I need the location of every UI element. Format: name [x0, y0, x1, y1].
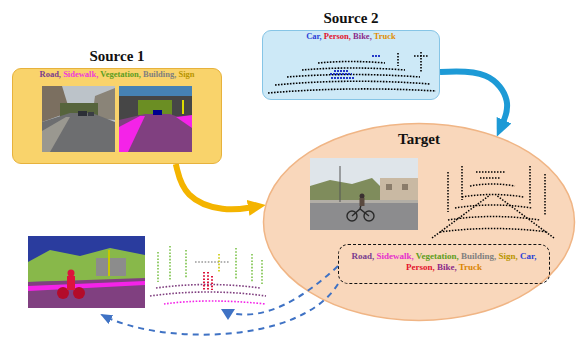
class-name: Bike, — [437, 262, 457, 272]
class-name — [457, 262, 459, 272]
class-name: Person, — [324, 31, 351, 41]
class-name: Person, — [406, 262, 435, 272]
class-name — [61, 69, 63, 79]
car-points — [330, 56, 380, 78]
node-heading: Source 2 — [269, 10, 433, 27]
class-list: Road, Sidewalk, Vegetation, Building, Si… — [349, 251, 539, 274]
ellipse-shape — [264, 124, 575, 321]
class-name: Truck — [374, 31, 396, 41]
class-name — [374, 251, 376, 261]
class-name: Sign — [178, 69, 194, 79]
street-photo — [42, 86, 115, 152]
class-name: Road, — [351, 251, 374, 261]
class-name: Sidewalk, — [377, 251, 414, 261]
class-name: Building, — [143, 69, 176, 79]
target-lidar — [432, 166, 554, 238]
class-name — [176, 69, 178, 79]
class-name: Car, — [520, 251, 536, 261]
class-name — [459, 251, 461, 261]
class-list: Road, Sidewalk, Vegetation, Building, Si… — [19, 69, 215, 80]
class-name: Road, — [40, 69, 62, 79]
output-point-cloud — [150, 246, 266, 304]
lidar-scan — [268, 52, 436, 93]
class-name: Building, — [461, 251, 496, 261]
class-name — [351, 31, 353, 41]
dashed-arrow — [102, 284, 338, 335]
class-name: Truck — [459, 262, 482, 272]
target-ellipse: TargetRoad, Sidewalk, Vegetation, Buildi… — [262, 122, 576, 322]
target-photo — [310, 158, 418, 230]
node-heading: Source 1 — [19, 48, 215, 65]
class-name: Sidewalk, — [63, 69, 98, 79]
class-name — [141, 69, 143, 79]
source-box: Source 2Car, Person, Bike, Truck — [262, 30, 440, 100]
class-name — [496, 251, 498, 261]
dashed-class-box: Road, Sidewalk, Vegetation, Building, Si… — [338, 244, 550, 284]
class-name — [372, 31, 374, 41]
class-name: Car, — [306, 31, 322, 41]
class-name — [518, 251, 520, 261]
triangle-marker — [221, 309, 235, 320]
output-segmentation — [28, 236, 145, 308]
class-name — [414, 251, 416, 261]
class-name — [435, 262, 437, 272]
flow-arrow — [440, 71, 507, 125]
class-name: Bike, — [353, 31, 372, 41]
dashed-arrow — [236, 266, 338, 315]
source-box: Source 1Road, Sidewalk, Vegetation, Buil… — [12, 68, 222, 164]
class-name: Sign, — [499, 251, 518, 261]
class-name: Vegetation, — [100, 69, 141, 79]
node-heading: Target — [262, 131, 576, 148]
flow-arrow — [176, 164, 254, 209]
ellipse-outline — [262, 122, 576, 322]
class-name: Vegetation, — [416, 251, 459, 261]
segmentation-map — [119, 86, 192, 152]
class-name — [98, 69, 100, 79]
class-name — [322, 31, 324, 41]
class-list: Car, Person, Bike, Truck — [269, 31, 433, 42]
